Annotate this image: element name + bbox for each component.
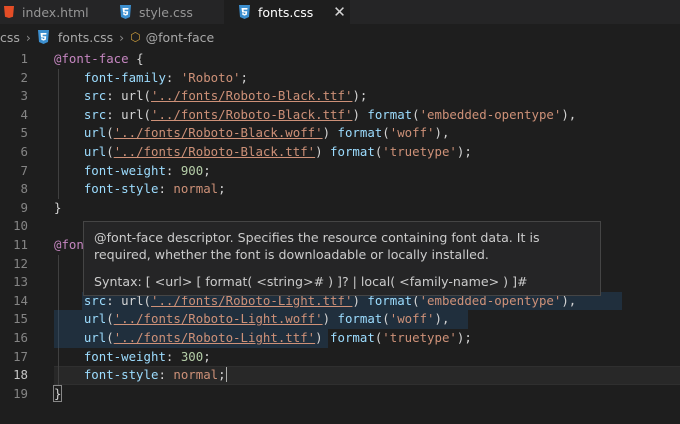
- html5-icon: [4, 6, 14, 18]
- close-icon[interactable]: ✕: [333, 2, 346, 21]
- code-line[interactable]: 16 url('../fonts/Roboto-Light.ttf') form…: [0, 328, 680, 348]
- line-number: 8: [20, 181, 28, 197]
- tab-index-html[interactable]: index.html: [0, 0, 104, 24]
- tab-label: index.html: [22, 4, 89, 20]
- line-number: 12: [13, 255, 28, 271]
- tab-label: style.css: [139, 4, 193, 20]
- code-line[interactable]: 7 font-weight: 900;: [0, 161, 680, 181]
- code-line[interactable]: 15 url('../fonts/Roboto-Light.woff') for…: [0, 310, 680, 329]
- line-number: 18: [13, 367, 28, 383]
- code-editor[interactable]: 1 @font-face { 2 font-family: 'Roboto'; …: [0, 50, 680, 403]
- breadcrumb-symbol[interactable]: @font-face: [145, 29, 215, 45]
- code-line-current[interactable]: 18 font-style: normal;: [0, 366, 680, 385]
- text-cursor: [225, 367, 227, 383]
- code-line[interactable]: 5 url('../fonts/Roboto-Black.woff') form…: [0, 124, 680, 143]
- breadcrumb-folder[interactable]: css: [0, 29, 20, 45]
- code-line[interactable]: 13: [0, 273, 680, 292]
- chevron-right-icon: ›: [25, 29, 31, 45]
- code-line[interactable]: 11 @fon: [0, 236, 680, 255]
- css3-icon: [239, 5, 250, 19]
- tab-fonts-css[interactable]: fonts.css ✕: [224, 0, 350, 24]
- tab-style-css[interactable]: style.css: [106, 0, 222, 24]
- line-number: 16: [13, 329, 28, 345]
- line-number: 4: [20, 106, 28, 122]
- css3-icon: [37, 30, 49, 44]
- tab-bar: index.html style.css fonts.css ✕: [0, 0, 680, 24]
- line-number: 1: [20, 51, 28, 66]
- line-number: 5: [20, 125, 28, 141]
- line-number: 13: [13, 274, 28, 290]
- line-number: 15: [13, 311, 28, 327]
- code-line[interactable]: 2 font-family: 'Roboto';: [0, 68, 680, 88]
- line-number: 17: [13, 348, 28, 364]
- line-number: 2: [20, 69, 28, 85]
- code-line[interactable]: 19 }: [0, 384, 680, 404]
- chevron-right-icon: ›: [119, 29, 125, 45]
- line-number: 14: [13, 292, 28, 308]
- hover-syntax: Syntax: [ <url> [ format( <string># ) ]?…: [94, 274, 528, 289]
- code-line[interactable]: 17 font-weight: 300;: [0, 347, 680, 367]
- code-line[interactable]: 6 url('../fonts/Roboto-Black.ttf') forma…: [0, 142, 680, 162]
- code-line[interactable]: 10: [0, 217, 680, 236]
- breadcrumb-file[interactable]: fonts.css: [57, 29, 114, 45]
- line-number: 9: [20, 199, 28, 215]
- css3-icon: [120, 5, 131, 19]
- breadcrumb: css › fonts.css › ⬡ @font-face: [0, 24, 680, 50]
- hover-tooltip: @font-face descriptor. Specifies the res…: [83, 221, 601, 296]
- line-number: 6: [20, 143, 28, 159]
- line-number: 3: [20, 88, 28, 104]
- code-line[interactable]: 14 src: url('../fonts/Roboto-Light.ttf')…: [0, 291, 680, 311]
- code-line[interactable]: 12: [0, 254, 680, 274]
- code-line[interactable]: 9 }: [0, 199, 680, 218]
- code-line[interactable]: 4 src: url('../fonts/Roboto-Black.ttf') …: [0, 105, 680, 125]
- code-line[interactable]: 1 @font-face {: [0, 50, 680, 69]
- line-number: 11: [13, 236, 28, 252]
- tab-label: fonts.css: [258, 4, 314, 20]
- line-number: 10: [13, 218, 28, 234]
- code-line[interactable]: 8 font-style: normal;: [0, 180, 680, 199]
- line-number: 19: [13, 385, 28, 401]
- hover-description: @font-face descriptor. Specifies the res…: [94, 230, 540, 262]
- line-number: 7: [20, 162, 28, 178]
- symbol-icon: ⬡: [130, 30, 141, 44]
- code-line[interactable]: 3 src: url('../fonts/Roboto-Black.ttf');: [0, 87, 680, 106]
